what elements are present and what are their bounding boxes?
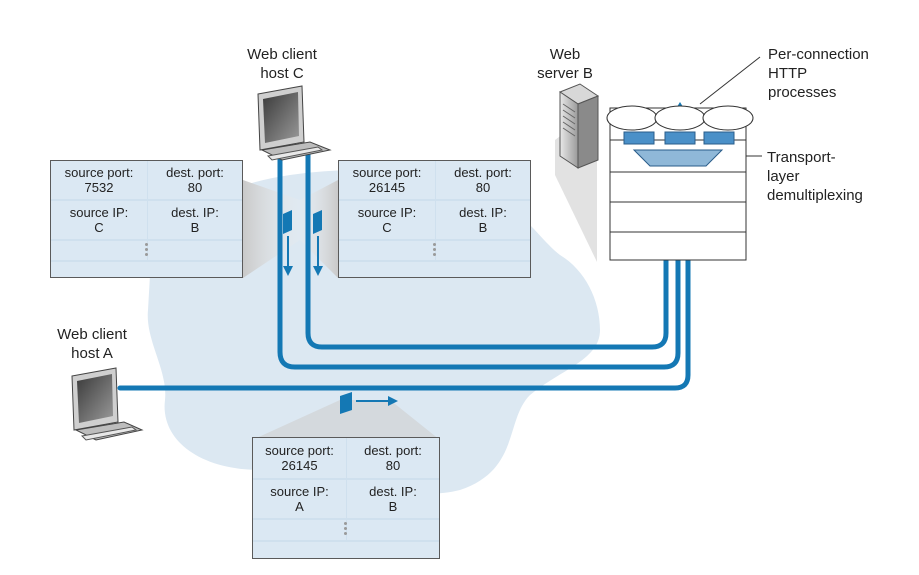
dest-ip-cell: dest. IP: B: [436, 201, 530, 239]
dest-ip-label: dest. IP:: [459, 205, 507, 220]
label-host-a: Web client host A: [42, 325, 142, 363]
dest-port-value: 80: [475, 180, 491, 195]
source-ip-value: C: [94, 220, 104, 235]
packet-shadow-bottom: [252, 400, 440, 440]
source-ip-cell: source IP: A: [253, 480, 346, 518]
source-ip-label: source IP:: [69, 205, 129, 220]
ellipsis-dots: [433, 243, 437, 258]
label-host-c-line1: Web client: [247, 46, 317, 63]
segment-header-middle: source port: 26145 dest. port: 80 source…: [338, 160, 531, 278]
source-port-cell: source port: 26145: [339, 161, 435, 199]
dest-port-label: dest. port:: [454, 165, 512, 180]
link-host-a: [117, 115, 691, 391]
label-transport-line3: demultiplexing: [767, 187, 863, 204]
computer-host-c-icon: [257, 85, 332, 161]
label-server-b-line2: server B: [537, 65, 593, 82]
segment-header-bottom: source port: 26145 dest. port: 80 source…: [252, 437, 440, 559]
label-per-connection-line1: Per-connection: [768, 46, 869, 63]
dest-ip-value: B: [190, 220, 200, 235]
label-per-connection: Per-connection HTTP processes: [768, 45, 908, 102]
packet-flag-middle: [313, 210, 323, 276]
payload-cell-right: [436, 241, 530, 260]
payload-cell-left: [253, 520, 346, 540]
source-port-label: source port:: [64, 165, 134, 180]
dest-port-value: 80: [385, 458, 401, 473]
link-host-c-2: [305, 115, 669, 350]
label-per-connection-line3: processes: [768, 84, 837, 101]
source-port-cell: source port: 26145: [253, 438, 346, 478]
segment-header-left: source port: 7532 dest. port: 80 source …: [50, 160, 243, 278]
dest-port-label: dest. port:: [364, 443, 422, 458]
label-host-a-line2: host A: [71, 345, 113, 362]
dest-ip-label: dest. IP:: [369, 484, 417, 499]
links: [117, 115, 691, 391]
label-per-connection-line2: HTTP: [768, 65, 808, 82]
trailer-cell: [253, 542, 439, 558]
source-port-cell: source port: 7532: [51, 161, 147, 199]
source-port-value: 26145: [281, 458, 318, 473]
packet-shadow-left: [243, 180, 300, 278]
source-ip-value: A: [295, 499, 304, 514]
label-transport-line1: Transport-: [767, 149, 836, 166]
server-rack: [606, 105, 754, 261]
trailer-cell: [51, 262, 242, 277]
payload-cell-left: [339, 241, 435, 260]
label-host-a-line1: Web client: [57, 326, 127, 343]
dest-ip-value: B: [388, 499, 398, 514]
payload-cell-right: [347, 520, 439, 540]
packet-flag-left: [283, 210, 293, 276]
leader-per-connection: [699, 56, 761, 105]
packet-flag-bottom: [340, 392, 398, 414]
dest-port-cell: dest. port: 80: [436, 161, 530, 199]
label-server-b: Web server B: [525, 45, 605, 83]
dest-port-cell: dest. port: 80: [148, 161, 242, 199]
ellipsis-dots: [145, 243, 149, 258]
computer-host-a-icon: [71, 367, 144, 441]
trailer-cell: [339, 262, 530, 277]
dest-ip-value: B: [478, 220, 488, 235]
server-tower-icon: [558, 83, 600, 169]
payload-cell-right: [148, 241, 242, 260]
payload-cell-left: [51, 241, 147, 260]
dest-ip-cell: dest. IP: B: [148, 201, 242, 239]
dest-ip-label: dest. IP:: [171, 205, 219, 220]
dest-port-label: dest. port:: [166, 165, 224, 180]
source-port-value: 7532: [84, 180, 114, 195]
label-transport-line2: layer: [767, 168, 800, 185]
link-host-c-1: [277, 115, 681, 370]
label-host-c-line2: host C: [260, 65, 304, 82]
dest-ip-cell: dest. IP: B: [347, 480, 439, 518]
label-host-c: Web client host C: [232, 45, 332, 83]
source-port-label: source port:: [265, 443, 334, 458]
dest-port-value: 80: [187, 180, 203, 195]
dest-port-cell: dest. port: 80: [347, 438, 439, 478]
source-ip-label: source IP:: [270, 484, 329, 499]
source-ip-cell: source IP: C: [339, 201, 435, 239]
ellipsis-dots: [344, 522, 348, 537]
label-server-b-line1: Web: [549, 46, 581, 63]
source-ip-value: C: [382, 220, 392, 235]
source-port-label: source port:: [352, 165, 422, 180]
source-port-value: 26145: [368, 180, 406, 195]
source-ip-cell: source IP: C: [51, 201, 147, 239]
label-transport-demux: Transport- layer demultiplexing: [767, 148, 907, 205]
source-ip-label: source IP:: [357, 205, 417, 220]
